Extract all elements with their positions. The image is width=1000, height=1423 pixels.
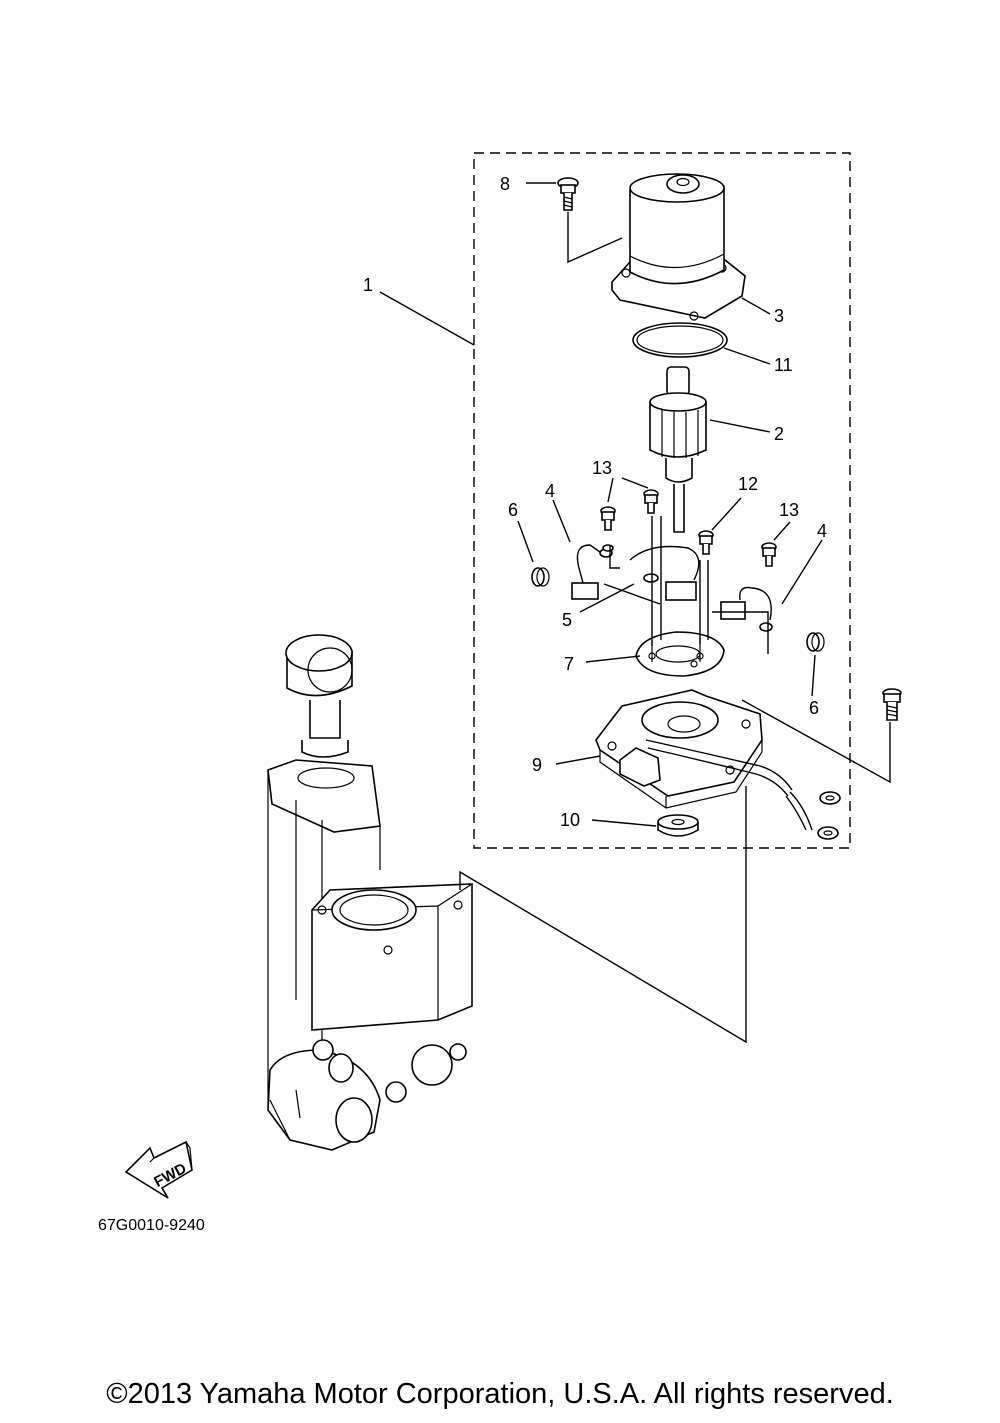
callout-4-right: 4 xyxy=(817,521,827,541)
fwd-arrow-icon: FWD xyxy=(124,1140,193,1199)
brush-plate-5 xyxy=(629,545,700,601)
callout-9: 9 xyxy=(532,755,542,775)
callout-6-left: 6 xyxy=(508,500,518,520)
grommet xyxy=(657,814,699,837)
callout-6-right: 6 xyxy=(809,698,819,718)
brush-holder-plate xyxy=(635,631,725,677)
screw-13-c xyxy=(761,542,777,567)
mounting-bolt xyxy=(882,688,902,721)
callout-10: 10 xyxy=(560,810,580,830)
callout-8: 8 xyxy=(500,174,510,194)
callout-5: 5 xyxy=(562,610,572,630)
brush-lead-left xyxy=(571,544,613,600)
screw-12 xyxy=(698,530,714,555)
callout-2: 2 xyxy=(774,424,784,444)
screw-13-a xyxy=(600,506,616,531)
callout-12: 12 xyxy=(738,474,758,494)
brush-spring-left xyxy=(531,567,550,587)
o-ring xyxy=(632,322,728,358)
assembly-boundary xyxy=(473,152,851,849)
bolt-8 xyxy=(557,177,579,211)
callout-7: 7 xyxy=(564,654,574,674)
armature xyxy=(649,366,707,533)
trim-tilt-cylinder xyxy=(267,634,473,1151)
callout-13-right: 13 xyxy=(779,500,799,520)
screw-13-b xyxy=(643,489,659,514)
callout-13-left: 13 xyxy=(592,458,612,478)
manual-valve xyxy=(312,1039,467,1103)
diagram-code: 67G0010-9240 xyxy=(98,1217,205,1234)
callout-4-left: 4 xyxy=(545,481,555,501)
motor-housing xyxy=(611,173,746,321)
brush-lead-right xyxy=(720,586,773,632)
callout-3: 3 xyxy=(774,306,784,326)
callout-11: 11 xyxy=(774,355,793,375)
brush-spring-right xyxy=(806,632,825,652)
leader-lines xyxy=(379,182,891,1044)
copyright-notice: ©2013 Yamaha Motor Corporation, U.S.A. A… xyxy=(106,1378,894,1410)
motor-base-bracket xyxy=(595,689,841,840)
callout-1: 1 xyxy=(363,275,373,295)
